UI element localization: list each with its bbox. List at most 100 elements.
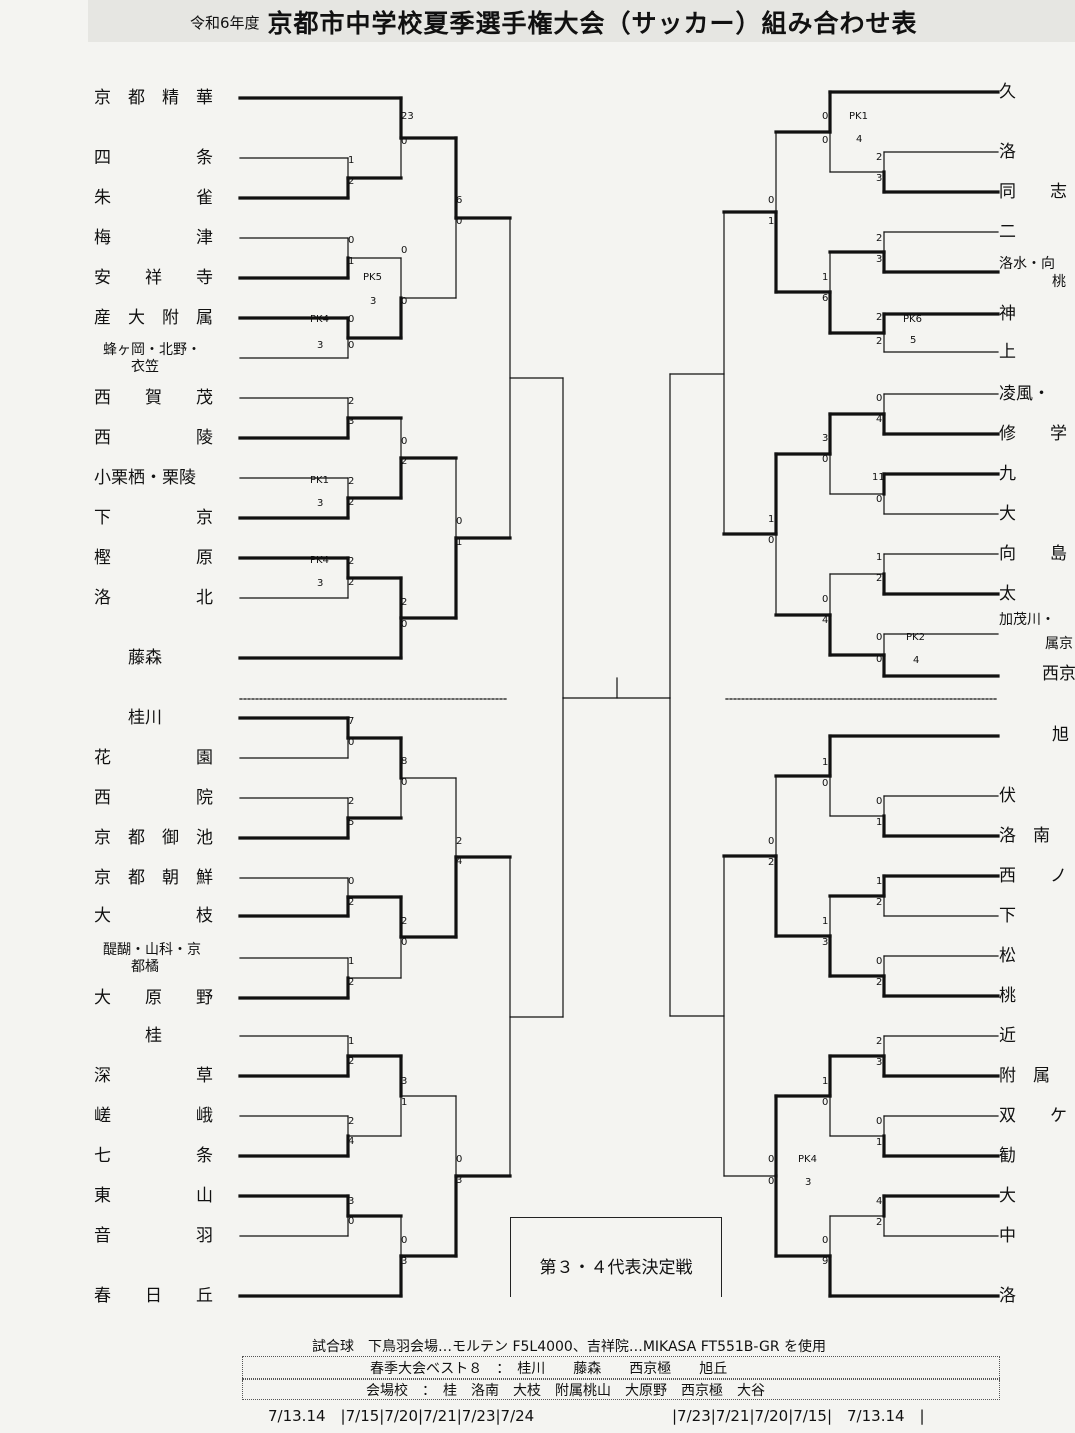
match-score: 1	[768, 216, 775, 227]
pk-label: PK1	[310, 475, 329, 486]
right-team: 附 属	[999, 1066, 1050, 1086]
match-score: 0	[822, 1097, 829, 1108]
match-score: 0	[876, 632, 883, 643]
dates-right: |7/23|7/21|7/20|7/15| 7/13.14 |	[672, 1407, 925, 1425]
match-score: 9	[822, 1256, 829, 1267]
match-score: 1	[876, 552, 883, 563]
right-team: 洛水・向	[999, 256, 1055, 272]
left-team: 西 賀 茂	[94, 388, 213, 408]
match-score: 3	[456, 1175, 463, 1186]
left-team: 大 原 野	[94, 988, 213, 1008]
footer-divider	[242, 1378, 1000, 1380]
match-score: 2	[456, 836, 463, 847]
pk-label: PK2	[906, 632, 925, 643]
match-score: 2	[876, 233, 883, 244]
match-score: 4	[876, 1196, 883, 1207]
match-score: 0	[876, 1116, 883, 1127]
match-score: 1	[876, 876, 883, 887]
left-team: 蜂ヶ岡・北野・ 衣笠	[103, 342, 201, 375]
left-team: 梅 津	[94, 228, 213, 248]
match-score: 0	[456, 1154, 463, 1165]
left-team: 深 草	[94, 1066, 213, 1086]
match-score: 2	[876, 977, 883, 988]
match-score: 0	[768, 535, 775, 546]
match-score: 0	[822, 111, 829, 122]
match-score: 1	[348, 956, 355, 967]
left-team: 東 山	[94, 1186, 213, 1206]
title-year: 令和6年度	[190, 13, 260, 32]
right-team: 下	[999, 906, 1016, 926]
left-team: 大 枝	[94, 906, 213, 926]
left-team: 朱 雀	[94, 188, 213, 208]
left-team: 下 京	[94, 508, 213, 528]
pk-label: 3	[317, 340, 324, 351]
pk-label: PK4	[310, 555, 329, 566]
right-team: 旭	[1052, 725, 1069, 745]
bracket-line	[509, 217, 564, 379]
match-score: 3	[876, 254, 883, 265]
header-band	[88, 0, 1075, 42]
match-score: 1	[401, 1097, 408, 1108]
match-score: 0	[401, 136, 408, 147]
match-score: 0	[876, 494, 883, 505]
match-score: 0	[401, 937, 408, 948]
match-score: 2	[348, 396, 355, 407]
match-score: 1	[822, 272, 829, 283]
match-score: 1	[348, 1036, 355, 1047]
match-score: 1	[348, 155, 355, 166]
match-score: 0	[456, 516, 463, 527]
best8-note: 春季大会ベスト８ ： 桂川 藤森 西京極 旭丘	[370, 1361, 728, 1377]
page-title: 令和6年度京都市中学校夏季選手権大会（サッカー）組み合わせ表	[190, 4, 918, 40]
match-score: 2	[876, 897, 883, 908]
right-team: 中	[999, 1226, 1016, 1246]
right-team: 伏	[999, 786, 1016, 806]
match-score: 1	[456, 537, 463, 548]
right-team: 洛 南	[999, 826, 1050, 846]
match-score: 2	[876, 1217, 883, 1228]
title-main: 京都市中学校夏季選手権大会（サッカー）組み合わせ表	[267, 9, 918, 38]
match-score: 0	[822, 778, 829, 789]
match-score: 2	[876, 1036, 883, 1047]
left-team: 嵯 峨	[94, 1106, 213, 1126]
match-score: 0	[768, 1154, 775, 1165]
match-score: 0	[401, 245, 408, 256]
right-team: 二	[999, 222, 1016, 242]
left-team: 四 条	[94, 148, 213, 168]
right-team: 西 ノ	[999, 866, 1067, 886]
match-score: 2	[348, 897, 355, 908]
left-team: 桂	[94, 1026, 162, 1046]
right-team: 神	[999, 304, 1016, 324]
third-place-box: 第３・４代表決定戦	[510, 1217, 722, 1297]
match-score: 0	[348, 876, 355, 887]
match-score: 3	[348, 1196, 355, 1207]
pk-label: PK4	[310, 314, 329, 325]
match-score: 2	[348, 497, 355, 508]
match-score: 0	[822, 594, 829, 605]
left-team: 桂川	[94, 708, 162, 728]
right-team: 洛	[999, 1286, 1016, 1306]
right-team: 松	[999, 946, 1016, 966]
left-team: 京 都 朝 鮮	[94, 868, 213, 888]
left-team: 洛 北	[94, 588, 213, 608]
match-score: 3	[348, 416, 355, 427]
match-score: 3	[822, 433, 829, 444]
third-place-label: 第３・４代表決定戦	[539, 1258, 693, 1278]
pk-label: 3	[317, 578, 324, 589]
left-team: 小栗栖・栗陵	[94, 468, 196, 488]
match-score: 23	[401, 111, 414, 122]
right-team: 西京	[1042, 664, 1075, 684]
match-score: 0	[348, 737, 355, 748]
dates-left: 7/13.14 |7/15|7/20|7/21|7/23|7/24	[268, 1407, 535, 1425]
match-score: 2	[348, 1056, 355, 1067]
match-score: 2	[401, 597, 408, 608]
match-score: 3	[822, 937, 829, 948]
venues-note: 会場校 ： 桂 洛南 大枝 附属桃山 大原野 西京極 大谷	[366, 1383, 765, 1399]
right-team: 大	[999, 504, 1016, 524]
left-team: 西 陵	[94, 428, 213, 448]
pk-label: PK1	[849, 111, 868, 122]
pk-label: 3	[317, 498, 324, 509]
left-team: 藤森	[94, 648, 162, 668]
match-score: 3	[401, 1256, 408, 1267]
match-score: 2	[348, 176, 355, 187]
